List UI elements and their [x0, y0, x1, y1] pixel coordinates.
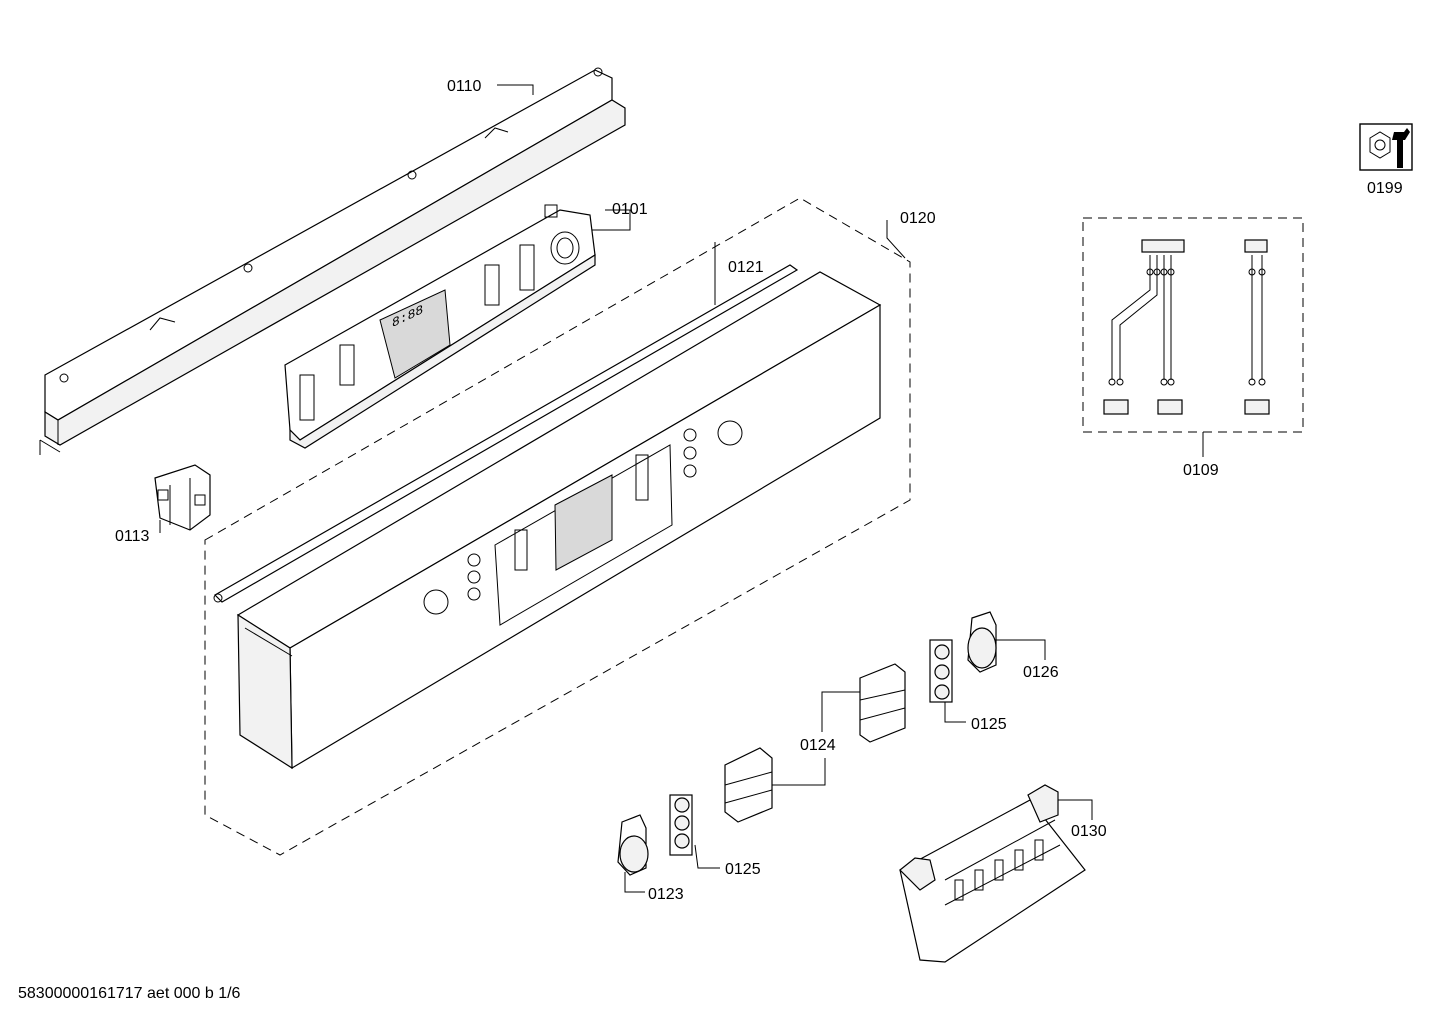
part-label-0101: 0101: [612, 201, 648, 218]
switch-block-0124-lower: [724, 747, 773, 823]
part-label-0124: 0124: [800, 737, 836, 754]
wiring-harness: [1082, 217, 1304, 433]
button-cluster-0125-upper: [929, 639, 953, 703]
knob-0126: [967, 611, 997, 673]
button-cluster-0125-lower: [669, 794, 693, 856]
part-label-0113: 0113: [115, 528, 150, 545]
part-label-0121: 0121: [728, 259, 764, 276]
part-label-0109: 0109: [1183, 462, 1219, 479]
part-label-0120: 0120: [900, 210, 936, 227]
part-label-0123: 0123: [648, 886, 684, 903]
switch-block-0124-upper: [859, 663, 906, 743]
part-label-0125-lower: 0125: [725, 861, 761, 878]
fascia-group-outline: [204, 197, 911, 856]
fascia-panel: [236, 271, 882, 770]
trim-strip: [213, 264, 799, 603]
part-label-0110: 0110: [447, 78, 482, 95]
bracket-0113: [154, 464, 211, 531]
leader-lines: [159, 84, 1204, 893]
part-label-0126: 0126: [1023, 664, 1059, 681]
mounting-rail: [39, 67, 626, 455]
part-label-0199: 0199: [1367, 180, 1403, 197]
nut-wrench-icon: [1359, 123, 1413, 171]
control-module: 8:88: [284, 204, 596, 449]
part-label-0130: 0130: [1071, 823, 1107, 840]
connector-tray: [899, 784, 1086, 963]
knob-0123: [617, 814, 649, 876]
part-label-0125-upper: 0125: [971, 716, 1007, 733]
drawing-reference: 58300000161717 aet 000 b 1/6: [18, 985, 241, 1002]
